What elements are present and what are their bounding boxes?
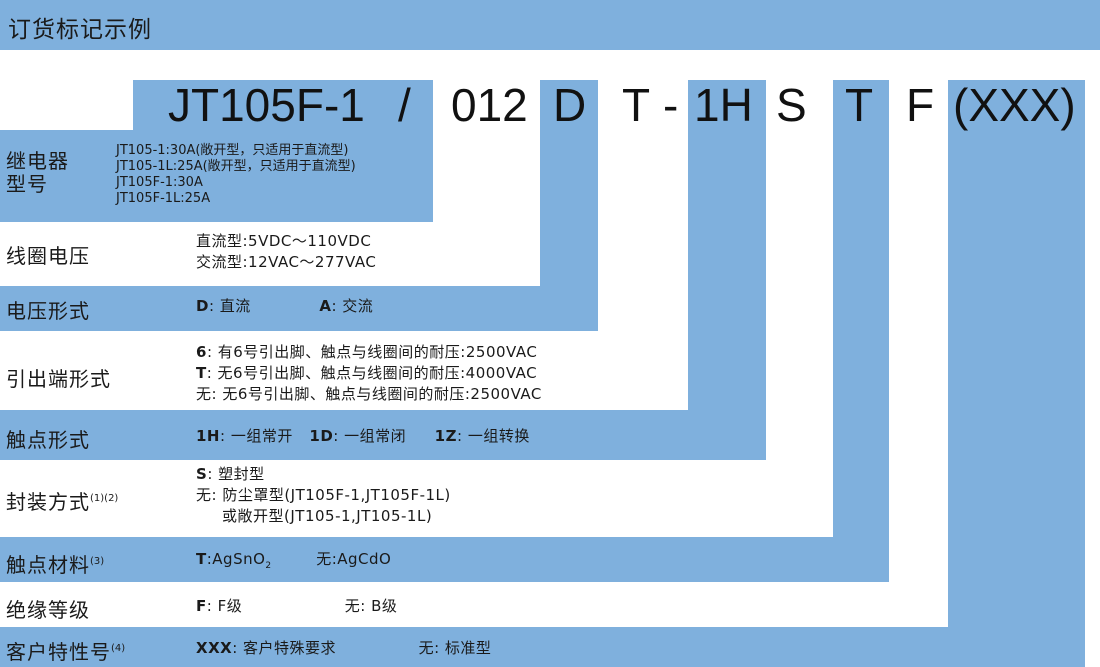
code-terminal: T bbox=[622, 79, 651, 131]
terminal-6-key: 6 bbox=[196, 343, 207, 361]
code-contact: 1H bbox=[694, 79, 753, 131]
model-item: JT105-1:30A(敞开型，只适用于直流型) bbox=[116, 143, 349, 158]
row-form-desc: D: 直流 A: 交流 bbox=[196, 296, 373, 317]
code-dash: - bbox=[663, 79, 679, 131]
row-model-band bbox=[0, 130, 433, 222]
form-d-key: D bbox=[196, 297, 209, 315]
code-customer-column bbox=[948, 80, 1085, 627]
model-item: JT105-1L:25A(敞开型，只适用于直流型) bbox=[116, 159, 356, 174]
row-coil-label: 线圈电压 bbox=[6, 244, 90, 268]
row-contact-desc: 1H: 一组常开 1D: 一组常闭 1Z: 一组转换 bbox=[196, 426, 530, 447]
terminal-line-none: 无: 无6号引出脚、触点与线圈间的耐压:2500VAC bbox=[196, 385, 542, 403]
row-coil-desc: 直流型:5VDC～110VDC 交流型:12VAC～277VAC bbox=[196, 231, 376, 273]
row-customer-band bbox=[0, 627, 1085, 667]
material-none-value: 无:AgCdO bbox=[316, 550, 392, 568]
page-title: 订货标记示例 bbox=[8, 17, 152, 43]
contact-1d-value: : 一组常闭 bbox=[333, 427, 407, 445]
row-model-label-line2: 型号 bbox=[6, 172, 48, 196]
customer-label-text: 客户特性号 bbox=[6, 640, 111, 664]
code-form: D bbox=[553, 79, 587, 131]
seal-s-key: S bbox=[196, 465, 208, 483]
code-form-column bbox=[540, 80, 598, 286]
code-material: T bbox=[845, 79, 874, 131]
material-t-key: T bbox=[196, 550, 207, 568]
row-contact-band bbox=[0, 410, 766, 460]
code-seal: S bbox=[776, 79, 807, 131]
customer-xxx-key: XXX bbox=[196, 639, 233, 657]
row-terminal-label: 引出端形式 bbox=[6, 367, 111, 391]
row-model-desc: JT105-1:30A(敞开型，只适用于直流型) JT105-1L:25A(敞开… bbox=[116, 143, 356, 207]
code-model: JT105F-1 bbox=[168, 79, 365, 131]
row-insulation-desc: F: F级 无: B级 bbox=[196, 596, 397, 617]
code-model-band bbox=[133, 80, 433, 130]
row-seal-desc: S: 塑封型 无: 防尘罩型(JT105F-1,JT105F-1L) 或敞开型(… bbox=[196, 464, 451, 527]
row-model-label: 继电器 型号 bbox=[6, 150, 69, 196]
material-label-footnote: (3) bbox=[90, 556, 105, 567]
code-customer: (XXX) bbox=[953, 79, 1076, 131]
row-material-band bbox=[0, 537, 889, 582]
row-customer-label: 客户特性号(4) bbox=[6, 636, 125, 665]
seal-none-line-cont: 或敞开型(JT105-1,JT105-1L) bbox=[222, 507, 433, 525]
model-item: JT105F-1:30A bbox=[116, 175, 203, 190]
material-t-subscript: 2 bbox=[265, 561, 272, 571]
code-insulation: F bbox=[906, 79, 935, 131]
row-form-label: 电压形式 bbox=[6, 299, 90, 323]
title-band: 订货标记示例 bbox=[0, 0, 1100, 50]
row-form-band bbox=[0, 286, 598, 331]
row-insulation-label: 绝缘等级 bbox=[6, 598, 90, 622]
row-model-label-line1: 继电器 bbox=[6, 149, 69, 173]
terminal-line-t: T: 无6号引出脚、触点与线圈间的耐压:4000VAC bbox=[196, 363, 542, 384]
code-contact-column bbox=[688, 80, 766, 410]
terminal-6-value: : 有6号引出脚、触点与线圈间的耐压:2500VAC bbox=[206, 343, 538, 361]
row-seal-label: 封装方式(1)(2) bbox=[6, 486, 118, 515]
terminal-line-6: 6: 有6号引出脚、触点与线圈间的耐压:2500VAC bbox=[196, 342, 542, 363]
form-d-value: : 直流 bbox=[208, 297, 251, 315]
coil-dc-range: 直流型:5VDC～110VDC bbox=[196, 232, 372, 250]
row-terminal-desc: 6: 有6号引出脚、触点与线圈间的耐压:2500VAC T: 无6号引出脚、触点… bbox=[196, 342, 542, 405]
customer-label-footnote: (4) bbox=[111, 643, 126, 654]
seal-none-line: 无: 防尘罩型(JT105F-1,JT105F-1L) bbox=[196, 486, 451, 504]
insulation-none-value: 无: B级 bbox=[344, 597, 398, 615]
row-material-label: 触点材料(3) bbox=[6, 549, 104, 578]
form-a-value: : 交流 bbox=[331, 297, 374, 315]
coil-ac-range: 交流型:12VAC～277VAC bbox=[196, 253, 377, 271]
material-label-text: 触点材料 bbox=[6, 553, 90, 577]
contact-1h-value: : 一组常开 bbox=[220, 427, 293, 445]
customer-none-value: 无: 标准型 bbox=[418, 639, 492, 657]
row-material-desc: T:AgSnO2 无:AgCdO bbox=[196, 549, 391, 577]
seal-label-footnote: (1)(2) bbox=[90, 493, 119, 504]
form-a-key: A bbox=[319, 297, 332, 315]
contact-1z-key: 1Z bbox=[434, 427, 457, 445]
material-t-value: :AgSnO bbox=[206, 550, 266, 568]
seal-s-value: : 塑封型 bbox=[207, 465, 265, 483]
row-customer-desc: XXX: 客户特殊要求 无: 标准型 bbox=[196, 638, 491, 659]
code-voltage: 012 bbox=[451, 79, 528, 131]
customer-xxx-value: : 客户特殊要求 bbox=[232, 639, 337, 657]
contact-1h-key: 1H bbox=[196, 427, 220, 445]
model-item: JT105F-1L:25A bbox=[116, 191, 211, 206]
terminal-t-value: : 无6号引出脚、触点与线圈间的耐压:4000VAC bbox=[206, 364, 538, 382]
row-contact-label: 触点形式 bbox=[6, 428, 90, 452]
insulation-f-key: F bbox=[196, 597, 207, 615]
contact-1z-value: : 一组转换 bbox=[457, 427, 530, 445]
seal-label-text: 封装方式 bbox=[6, 490, 90, 514]
code-slash: / bbox=[398, 79, 411, 131]
code-material-column bbox=[833, 80, 889, 537]
insulation-f-value: : F级 bbox=[206, 597, 243, 615]
contact-1d-key: 1D bbox=[309, 427, 334, 445]
terminal-t-key: T bbox=[196, 364, 207, 382]
